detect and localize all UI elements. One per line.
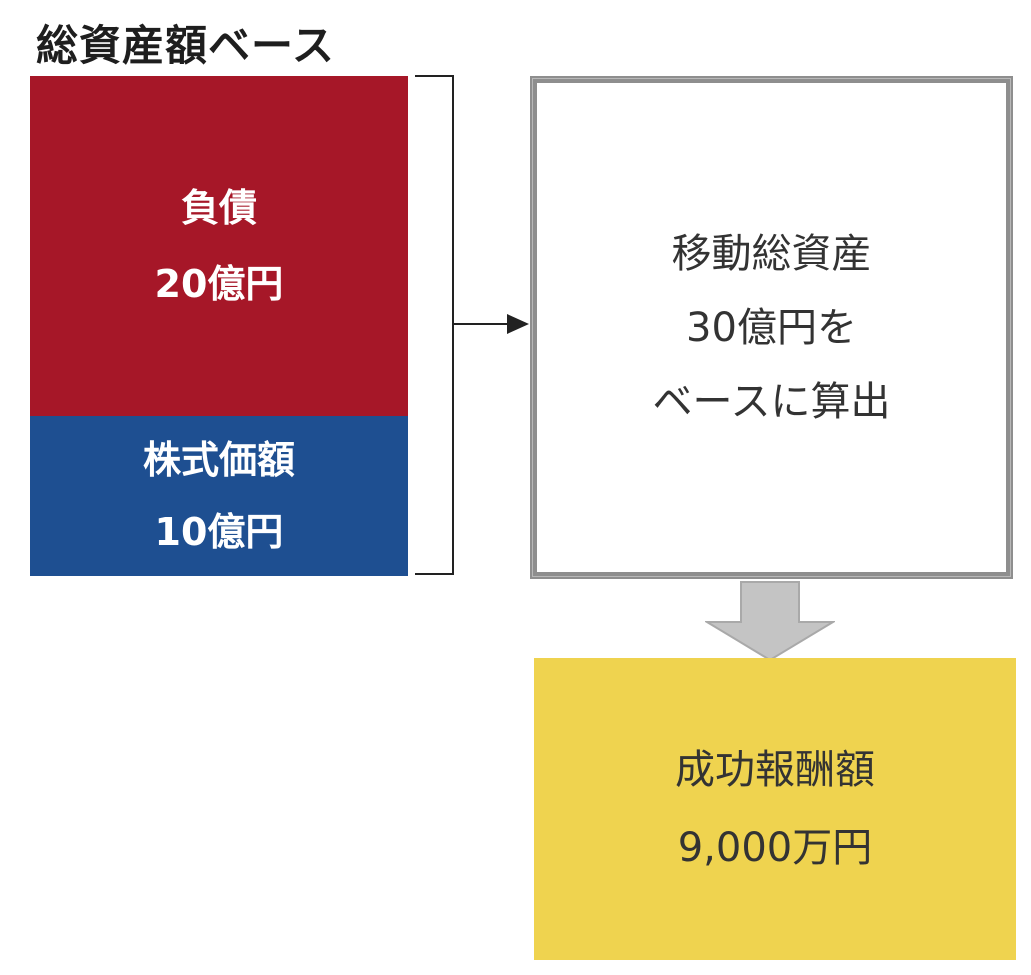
calculation-line-2: 30億円を	[686, 304, 857, 351]
result-box: 成功報酬額 9,000万円	[534, 658, 1016, 960]
calculation-line-1: 移動総資産	[671, 230, 872, 277]
diagram-title: 総資産額ベース	[36, 21, 335, 70]
calculation-box: 移動総資産 30億円を ベースに算出	[530, 76, 1013, 579]
right-arrow-icon	[507, 314, 529, 334]
down-arrow-icon	[705, 581, 835, 662]
liabilities-amount: 20億円	[154, 262, 284, 306]
calculation-line-3: ベースに算出	[652, 378, 891, 425]
liabilities-block: 負債 20億円	[30, 76, 408, 416]
equity-block: 株式価額 10億円	[30, 416, 408, 576]
liabilities-label: 負債	[180, 186, 257, 230]
equity-label: 株式価額	[142, 438, 295, 482]
equity-amount: 10億円	[154, 510, 284, 554]
bracket-connector	[415, 75, 529, 575]
result-label: 成功報酬額	[675, 747, 875, 793]
result-amount: 9,000万円	[677, 825, 873, 871]
